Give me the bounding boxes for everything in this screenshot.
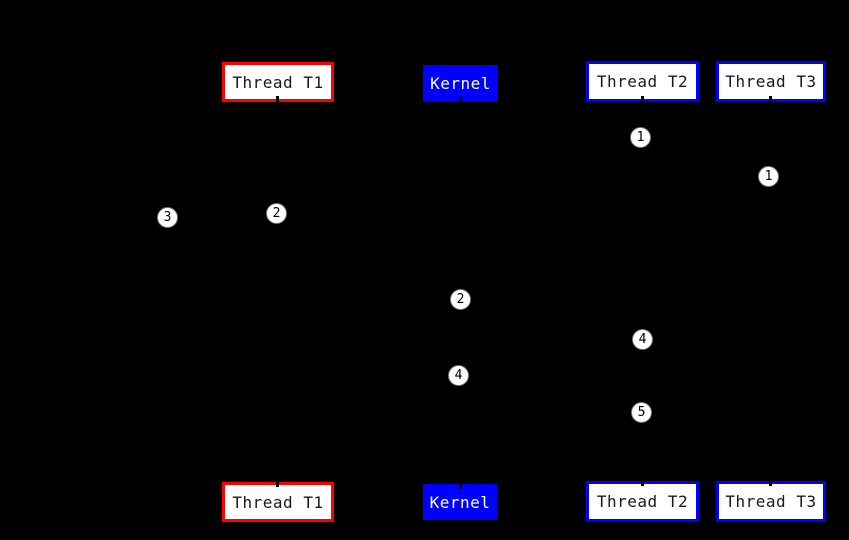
participant-box-thread-t1-bottom: Thread T1 [222, 482, 334, 522]
participant-box-thread-t2-top: Thread T2 [586, 61, 699, 102]
lifeline-tick [459, 96, 462, 104]
step-marker: 3 [157, 207, 178, 228]
participant-box-thread-t3-bottom: Thread T3 [716, 481, 826, 522]
lifeline-tick [276, 96, 279, 104]
participant-box-kernel-top: Kernel [423, 65, 498, 102]
participant-label: Thread T3 [725, 72, 817, 91]
lifeline-tick [459, 481, 462, 489]
participant-box-kernel-bottom: Kernel [423, 484, 497, 520]
participant-label: Kernel [429, 492, 491, 512]
lifeline-tick [641, 478, 644, 486]
lifeline-tick [769, 478, 772, 486]
participant-box-thread-t1-top: Thread T1 [222, 62, 334, 102]
lifeline-tick [276, 479, 279, 487]
lifeline-tick [641, 96, 644, 104]
step-marker: 4 [632, 329, 653, 350]
step-marker: 1 [758, 166, 779, 187]
participant-box-thread-t3-top: Thread T3 [716, 61, 826, 102]
step-marker: 4 [448, 365, 469, 386]
participant-label: Thread T1 [232, 72, 324, 92]
step-marker: 2 [266, 203, 287, 224]
participant-label: Thread T3 [725, 492, 817, 511]
participant-box-thread-t2-bottom: Thread T2 [586, 481, 699, 522]
step-marker: 1 [630, 127, 651, 148]
lifeline-tick [769, 96, 772, 104]
step-marker: 2 [450, 289, 471, 310]
participant-label: Kernel [430, 74, 491, 93]
participant-label: Thread T2 [596, 492, 689, 511]
step-marker: 5 [631, 402, 652, 423]
participant-label: Thread T1 [232, 492, 324, 512]
participant-label: Thread T2 [596, 72, 689, 91]
